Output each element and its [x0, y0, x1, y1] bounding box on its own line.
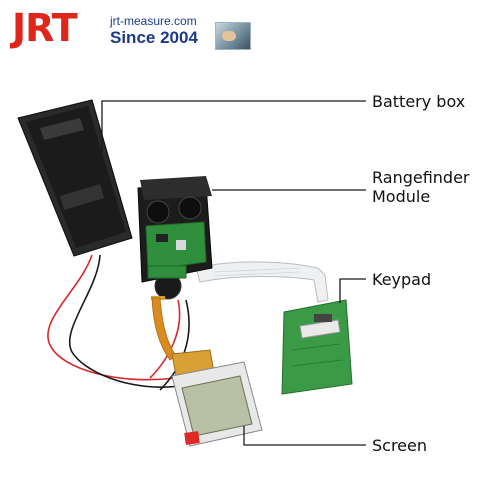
battery-box — [17, 99, 133, 257]
logo-brand: JRT — [12, 6, 78, 50]
rangefinder-module — [137, 176, 213, 300]
logo-since: Since 2004 — [110, 28, 198, 47]
screen-leader — [243, 426, 366, 446]
battery-box-leader — [101, 100, 366, 155]
leader-lines — [101, 100, 366, 446]
keypad-board — [281, 299, 353, 395]
lcd-screen — [171, 349, 263, 447]
screen-flex-cable — [151, 297, 177, 361]
rangefinder-module-label: Rangefinder Module — [372, 168, 470, 206]
keypad-label: Keypad — [372, 270, 432, 289]
screen-label: Screen — [372, 436, 428, 455]
logo-url: jrt-measure.com — [110, 14, 197, 28]
keypad-leader — [339, 278, 366, 303]
jrt-logo: JRT jrt-measure.com Since 2004 — [12, 6, 252, 50]
ribbon-cable — [195, 261, 329, 303]
wires — [47, 254, 190, 391]
logo-photo — [215, 22, 251, 50]
battery-box-label: Battery box — [372, 92, 466, 111]
